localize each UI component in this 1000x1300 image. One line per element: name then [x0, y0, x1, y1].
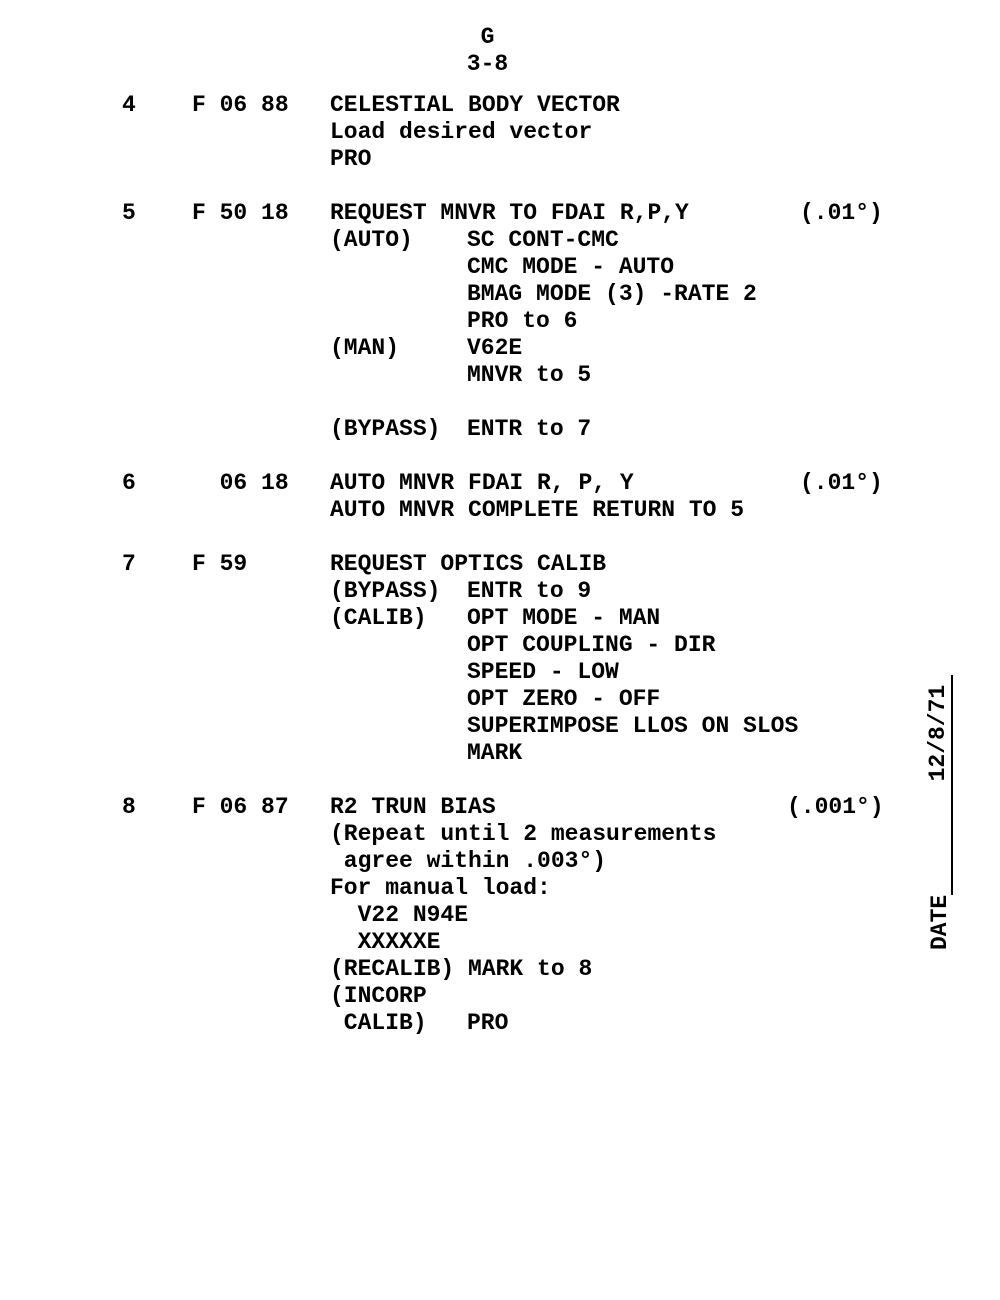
- step-subaction: PRO: [467, 1010, 509, 1036]
- step-text: REQUEST OPTICS CALIB: [330, 551, 607, 577]
- step-subaction: MARK: [467, 740, 523, 766]
- step-text: Load desired vector: [330, 119, 593, 145]
- step-text: CALIB): [330, 1010, 427, 1036]
- step-subaction: ENTR to 7: [467, 416, 592, 442]
- step-text: AUTO MNVR FDAI R, P, Y: [330, 470, 634, 496]
- step-text: (CALIB): [330, 605, 427, 631]
- step-subaction: OPT MODE - MAN: [467, 605, 661, 631]
- page-number: 3-8: [466, 51, 509, 77]
- step-number: 4: [122, 92, 136, 118]
- step-text: V22 N94E: [330, 902, 469, 928]
- step-subaction: V62E: [467, 335, 523, 361]
- tolerance-note: (.01°): [800, 200, 883, 226]
- step-number: 6: [122, 470, 136, 496]
- step-subaction: ENTR to 9: [467, 578, 592, 604]
- dsky-code: F 06 88: [192, 92, 289, 118]
- step-text: R2 TRUN BIAS: [330, 794, 496, 820]
- step-number: 5: [122, 200, 136, 226]
- step-subaction: MNVR to 5: [467, 362, 592, 388]
- step-text: (MAN): [330, 335, 400, 361]
- step-subaction: SPEED - LOW: [467, 659, 619, 685]
- step-text: (BYPASS): [330, 578, 441, 604]
- step-subaction: SC CONT-CMC: [467, 227, 619, 253]
- step-text: agree within .003°): [330, 848, 607, 874]
- step-number: 8: [122, 794, 136, 820]
- dsky-code: F 50 18: [192, 200, 289, 226]
- dsky-code: F 06 87: [192, 794, 289, 820]
- step-text: CELESTIAL BODY VECTOR: [330, 92, 620, 118]
- step-text: (BYPASS): [330, 416, 441, 442]
- step-subaction: CMC MODE - AUTO: [467, 254, 675, 280]
- step-text: (Repeat until 2 measurements: [330, 821, 717, 847]
- dsky-code: F 59: [192, 551, 248, 577]
- step-subaction: SUPERIMPOSE LLOS ON SLOS: [467, 713, 799, 739]
- step-subaction: OPT ZERO - OFF: [467, 686, 661, 712]
- step-text: (INCORP: [330, 983, 427, 1009]
- section-letter: G: [480, 24, 495, 50]
- step-subaction: OPT COUPLING - DIR: [467, 632, 716, 658]
- date-stamp: DATE 12/8/71: [925, 674, 953, 950]
- step-text: (RECALIB) MARK to 8: [330, 956, 593, 982]
- date-label: DATE: [927, 894, 953, 950]
- step-text: AUTO MNVR COMPLETE RETURN TO 5: [330, 497, 745, 523]
- tolerance-note: (.001°): [787, 794, 884, 820]
- step-text: REQUEST MNVR TO FDAI R,P,Y: [330, 200, 689, 226]
- step-text: (AUTO): [330, 227, 413, 253]
- dsky-code: 06 18: [192, 470, 289, 496]
- tolerance-note: (.01°): [800, 470, 883, 496]
- step-text: XXXXXE: [330, 929, 441, 955]
- step-text: PRO: [330, 146, 372, 172]
- step-text: For manual load:: [330, 875, 551, 901]
- date-value: 12/8/71: [925, 674, 953, 895]
- step-subaction: PRO to 6: [467, 308, 578, 334]
- step-number: 7: [122, 551, 136, 577]
- step-subaction: BMAG MODE (3) -RATE 2: [467, 281, 757, 307]
